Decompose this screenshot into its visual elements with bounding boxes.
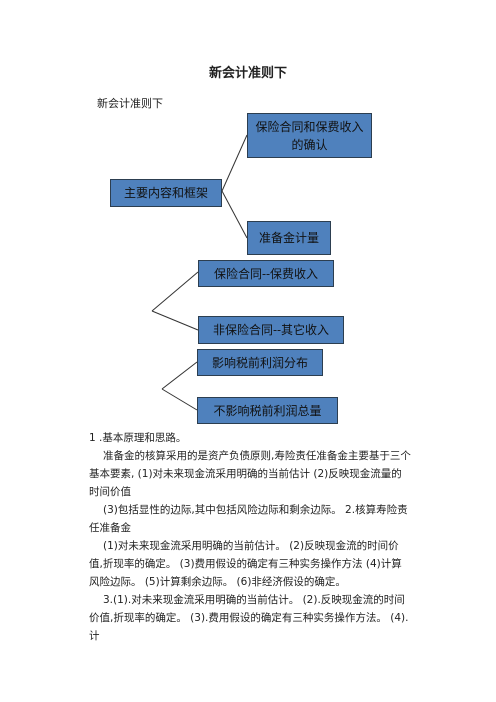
node-not-affect-pretax-profit-total: 不影响税前利润总量 (197, 397, 338, 424)
node-group2-top-label: 保险合同--保费收入 (213, 266, 319, 281)
paragraph-3: (3)包括显性的边际,其中包括风险边际和剩余边际。 2.核算寿险责任准备金 (89, 504, 408, 534)
node-non-insurance-contract-other-income: 非保险合同--其它收入 (198, 316, 344, 344)
node-group3-bottom-label: 不影响税前利润总量 (213, 403, 322, 418)
node-insurance-contract-premium-income: 保险合同--保费收入 (198, 260, 334, 287)
document-subtitle: 新会计准则下 (97, 97, 163, 110)
node-group3-top-label: 影响税前利润分布 (211, 355, 308, 370)
paragraph-5: 3.(1).对未来现金流采用明确的当前估计。 (2).反映现金流的时间价值,折现… (89, 594, 409, 642)
node-reserve-measurement: 准备金计量 (247, 221, 331, 255)
connector-group2-top (151, 271, 199, 312)
node-group2-bottom-label: 非保险合同--其它收入 (212, 323, 330, 337)
connector-group3-bottom (161, 388, 198, 411)
body-text: 1 .基本原理和思路。 准备金的核算采用的是资产负债原则,寿险责任准备金主要基于… (89, 429, 411, 645)
diagram-connectors (151, 134, 248, 411)
node-main-content-framework: 主要内容和框架 (110, 179, 222, 207)
node-insurance-contract-premium-recognition: 保险合同和保费收入的确认 (247, 113, 372, 158)
node-affects-pretax-profit-distribution: 影响税前利润分布 (197, 349, 323, 376)
connector-group3-top (161, 361, 198, 390)
connector-main-top (221, 134, 248, 192)
connector-main-bottom (221, 190, 248, 239)
document-title: 新会计准则下 (208, 66, 287, 81)
paragraph-1: 1 .基本原理和思路。 (89, 432, 187, 444)
paragraph-2: 准备金的核算采用的是资产负债原则,寿险责任准备金主要基于三个基本要素, (1)对… (89, 450, 411, 498)
node-branch-bottom-label: 准备金计量 (258, 231, 319, 245)
paragraph-4: (1)对未来现金流采用明确的当前估计。 (2)反映现金流的时间价值,折现率的确定… (89, 540, 402, 588)
connector-group2-bottom (151, 310, 199, 331)
node-main-label: 主要内容和框架 (123, 186, 208, 200)
node-branch-top-label: 保险合同和保费收入的确认 (255, 119, 364, 152)
